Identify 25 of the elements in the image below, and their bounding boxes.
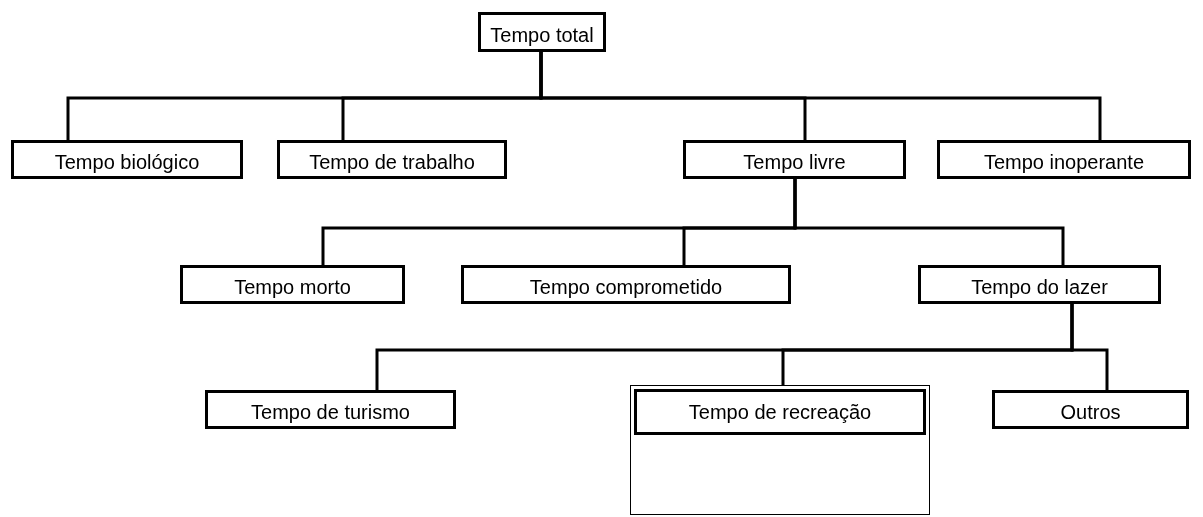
connector-line	[1070, 304, 1109, 390]
node-label: Tempo morto	[234, 275, 351, 300]
node-label: Tempo de trabalho	[309, 150, 475, 175]
node-label: Tempo de turismo	[251, 400, 410, 425]
category-box	[937, 140, 1191, 179]
connector-line	[793, 179, 1065, 265]
category-box	[205, 390, 456, 429]
node-label: Tempo total	[490, 23, 594, 48]
node-label: Tempo inoperante	[983, 150, 1145, 175]
node-label: Tempo livre	[743, 150, 846, 175]
connector-line	[539, 52, 1102, 140]
category-box	[478, 12, 606, 52]
node-label: Tempo do lazer	[971, 275, 1108, 300]
node-label: Outros	[1060, 400, 1121, 425]
category-box	[11, 140, 243, 179]
category-box	[277, 140, 507, 179]
node-label: Tempo biológico	[54, 150, 200, 175]
category-box	[180, 265, 405, 304]
category-box	[461, 265, 791, 304]
node-label: Tempo comprometido	[529, 275, 723, 300]
category-box	[683, 140, 906, 179]
highlighted-box	[630, 385, 930, 515]
node-label: Tempo de recreação	[688, 400, 872, 425]
category-box	[992, 390, 1189, 429]
category-box	[918, 265, 1161, 304]
